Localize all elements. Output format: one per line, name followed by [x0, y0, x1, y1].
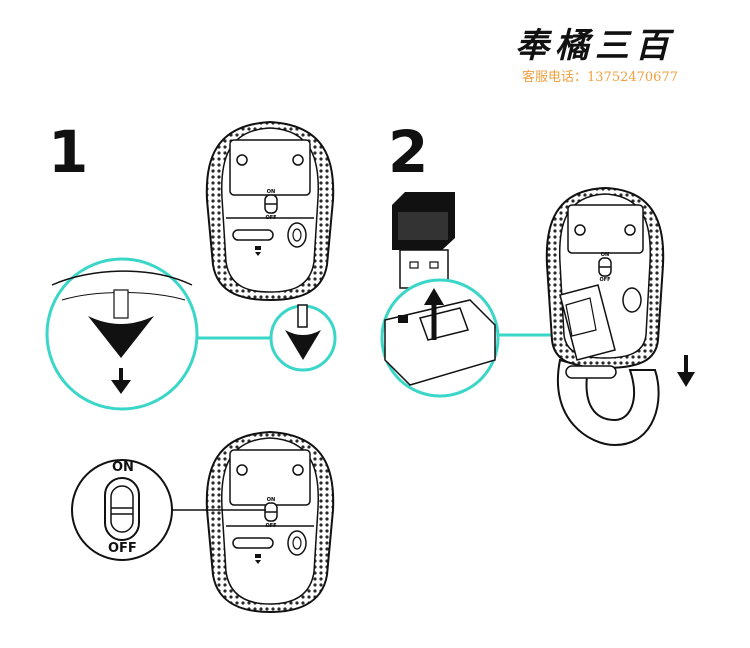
- mouse-bottom-view-step1: [205, 120, 335, 302]
- switch-on-tiny: ON: [267, 189, 275, 195]
- power-switch-zoom: [71, 459, 173, 561]
- switch-off-tiny-2: OFF: [265, 523, 276, 529]
- receiver-removal-callout: [380, 278, 500, 398]
- usb-receiver: [392, 192, 455, 289]
- brand-logo: 奉橘三百: [515, 26, 675, 66]
- step-1-number: 1: [48, 118, 89, 186]
- switch-on-label: ON: [112, 460, 134, 475]
- switch-off-label: OFF: [108, 541, 137, 556]
- switch-off-tiny: OFF: [265, 215, 276, 221]
- mouse-bottom-view-step1b: [205, 430, 335, 614]
- switch-off-tiny-3: OFF: [599, 277, 610, 283]
- switch-on-tiny-3: ON: [601, 252, 609, 258]
- switch-on-tiny-2: ON: [267, 497, 275, 503]
- receiver-slot-callout-large: [45, 257, 199, 411]
- mouse-open-battery-view: [545, 186, 695, 447]
- brand-service-phone: 客服电话：13752470677: [522, 70, 678, 85]
- receiver-slot-callout-small: [269, 304, 337, 372]
- step-2-number: 2: [388, 118, 429, 186]
